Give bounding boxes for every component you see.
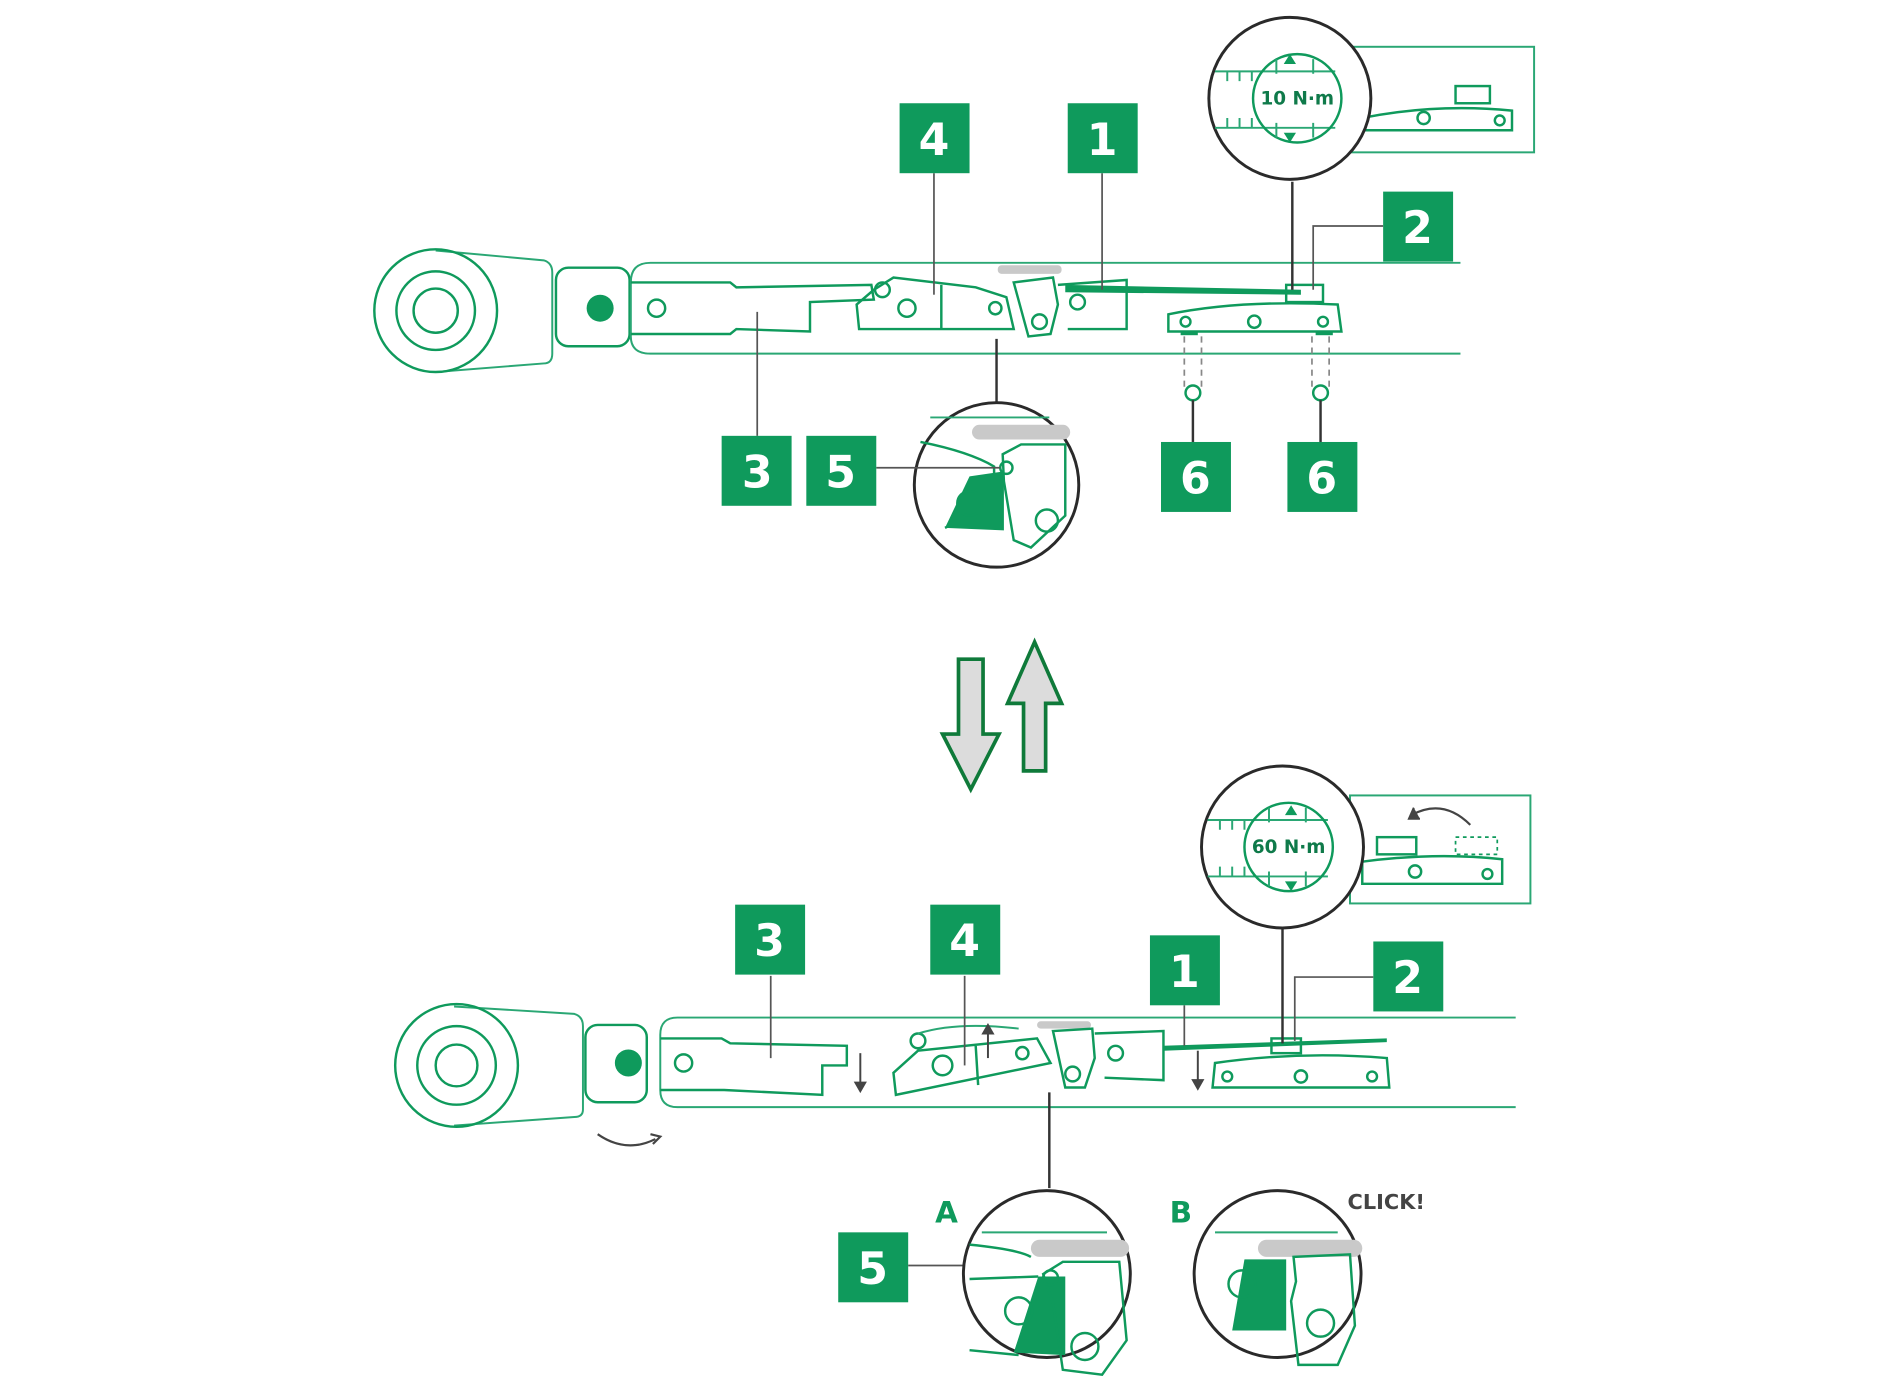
- adjust-slider: [1211, 1054, 1391, 1089]
- svg-text:2: 2: [1402, 203, 1433, 254]
- label-5-top: 5: [806, 435, 877, 506]
- label-1-top: 1: [1067, 103, 1138, 174]
- detail-label-b: B: [1170, 1196, 1192, 1230]
- adjust-screw-left: [1184, 384, 1202, 402]
- wrench-tube: [659, 1016, 1516, 1109]
- svg-text:4: 4: [919, 115, 950, 166]
- svg-text:1: 1: [1087, 115, 1118, 166]
- torque-reading-top: 10 N·m: [1260, 88, 1334, 109]
- svg-text:3: 3: [742, 447, 773, 498]
- arrow-up-icon: [1004, 637, 1065, 773]
- adjust-slider: [1167, 302, 1343, 333]
- label-2-bottom: 2: [1373, 941, 1444, 1012]
- click-text: CLICK!: [1348, 1190, 1425, 1214]
- svg-text:5: 5: [825, 447, 856, 498]
- svg-text:6: 6: [1180, 454, 1211, 505]
- svg-text:1: 1: [1169, 947, 1200, 998]
- toggle: [892, 1037, 1053, 1097]
- rotation-arrow-icon: [597, 1133, 656, 1147]
- cam: [1051, 1027, 1096, 1089]
- label-2-top: 2: [1383, 191, 1454, 262]
- scale-lens-top: 10 N·m: [1207, 15, 1373, 181]
- pivot-pin: [586, 294, 614, 322]
- detail-lens-b: [1192, 1189, 1363, 1367]
- label-6b-top: 6: [1287, 441, 1358, 512]
- label-3-bottom: 3: [735, 904, 806, 975]
- scale-lens-bottom: 60 N·m: [1200, 764, 1365, 930]
- adjust-screw-right: [1311, 384, 1330, 402]
- label-4-bottom: 4: [930, 904, 1001, 975]
- label-6a-top: 6: [1161, 441, 1231, 512]
- svg-text:5: 5: [857, 1244, 888, 1295]
- arrow-down-icon: [939, 657, 1003, 794]
- label-5-bottom: 5: [838, 1232, 909, 1303]
- svg-text:6: 6: [1306, 454, 1337, 505]
- spring-leaf: [1163, 1038, 1387, 1051]
- detail-lens-top: [912, 401, 1081, 569]
- pivot-block: [554, 266, 631, 348]
- lever-arm: [660, 1037, 849, 1097]
- wrench-head: [393, 1002, 584, 1129]
- wrench-head: [373, 248, 554, 374]
- motion-arrows: [853, 1022, 1205, 1094]
- bottom-wrench: 60 N·m 1 2 3 4 5 A B CLICK!: [393, 764, 1532, 1377]
- label-3-top: 3: [721, 435, 792, 506]
- scale-inset: [1349, 45, 1536, 154]
- top-wrench: 10 N·m 1 2 3 4 5 6 6: [373, 15, 1536, 569]
- svg-text:2: 2: [1392, 953, 1423, 1004]
- wrench-tube: [629, 261, 1461, 355]
- detail-label-a: A: [935, 1196, 958, 1230]
- svg-text:4: 4: [949, 916, 980, 967]
- label-4-top: 4: [899, 103, 970, 174]
- label-1-bottom: 1: [1149, 935, 1220, 1006]
- pivot-pin: [614, 1049, 642, 1077]
- lever-arm: [630, 281, 876, 336]
- toggle: [855, 276, 1016, 331]
- detail-lens-a: [961, 1189, 1132, 1377]
- spring-leaf: [1065, 284, 1301, 295]
- torque-reading-bottom: 60 N·m: [1252, 837, 1326, 858]
- cam: [1012, 276, 1060, 338]
- svg-text:3: 3: [754, 916, 785, 967]
